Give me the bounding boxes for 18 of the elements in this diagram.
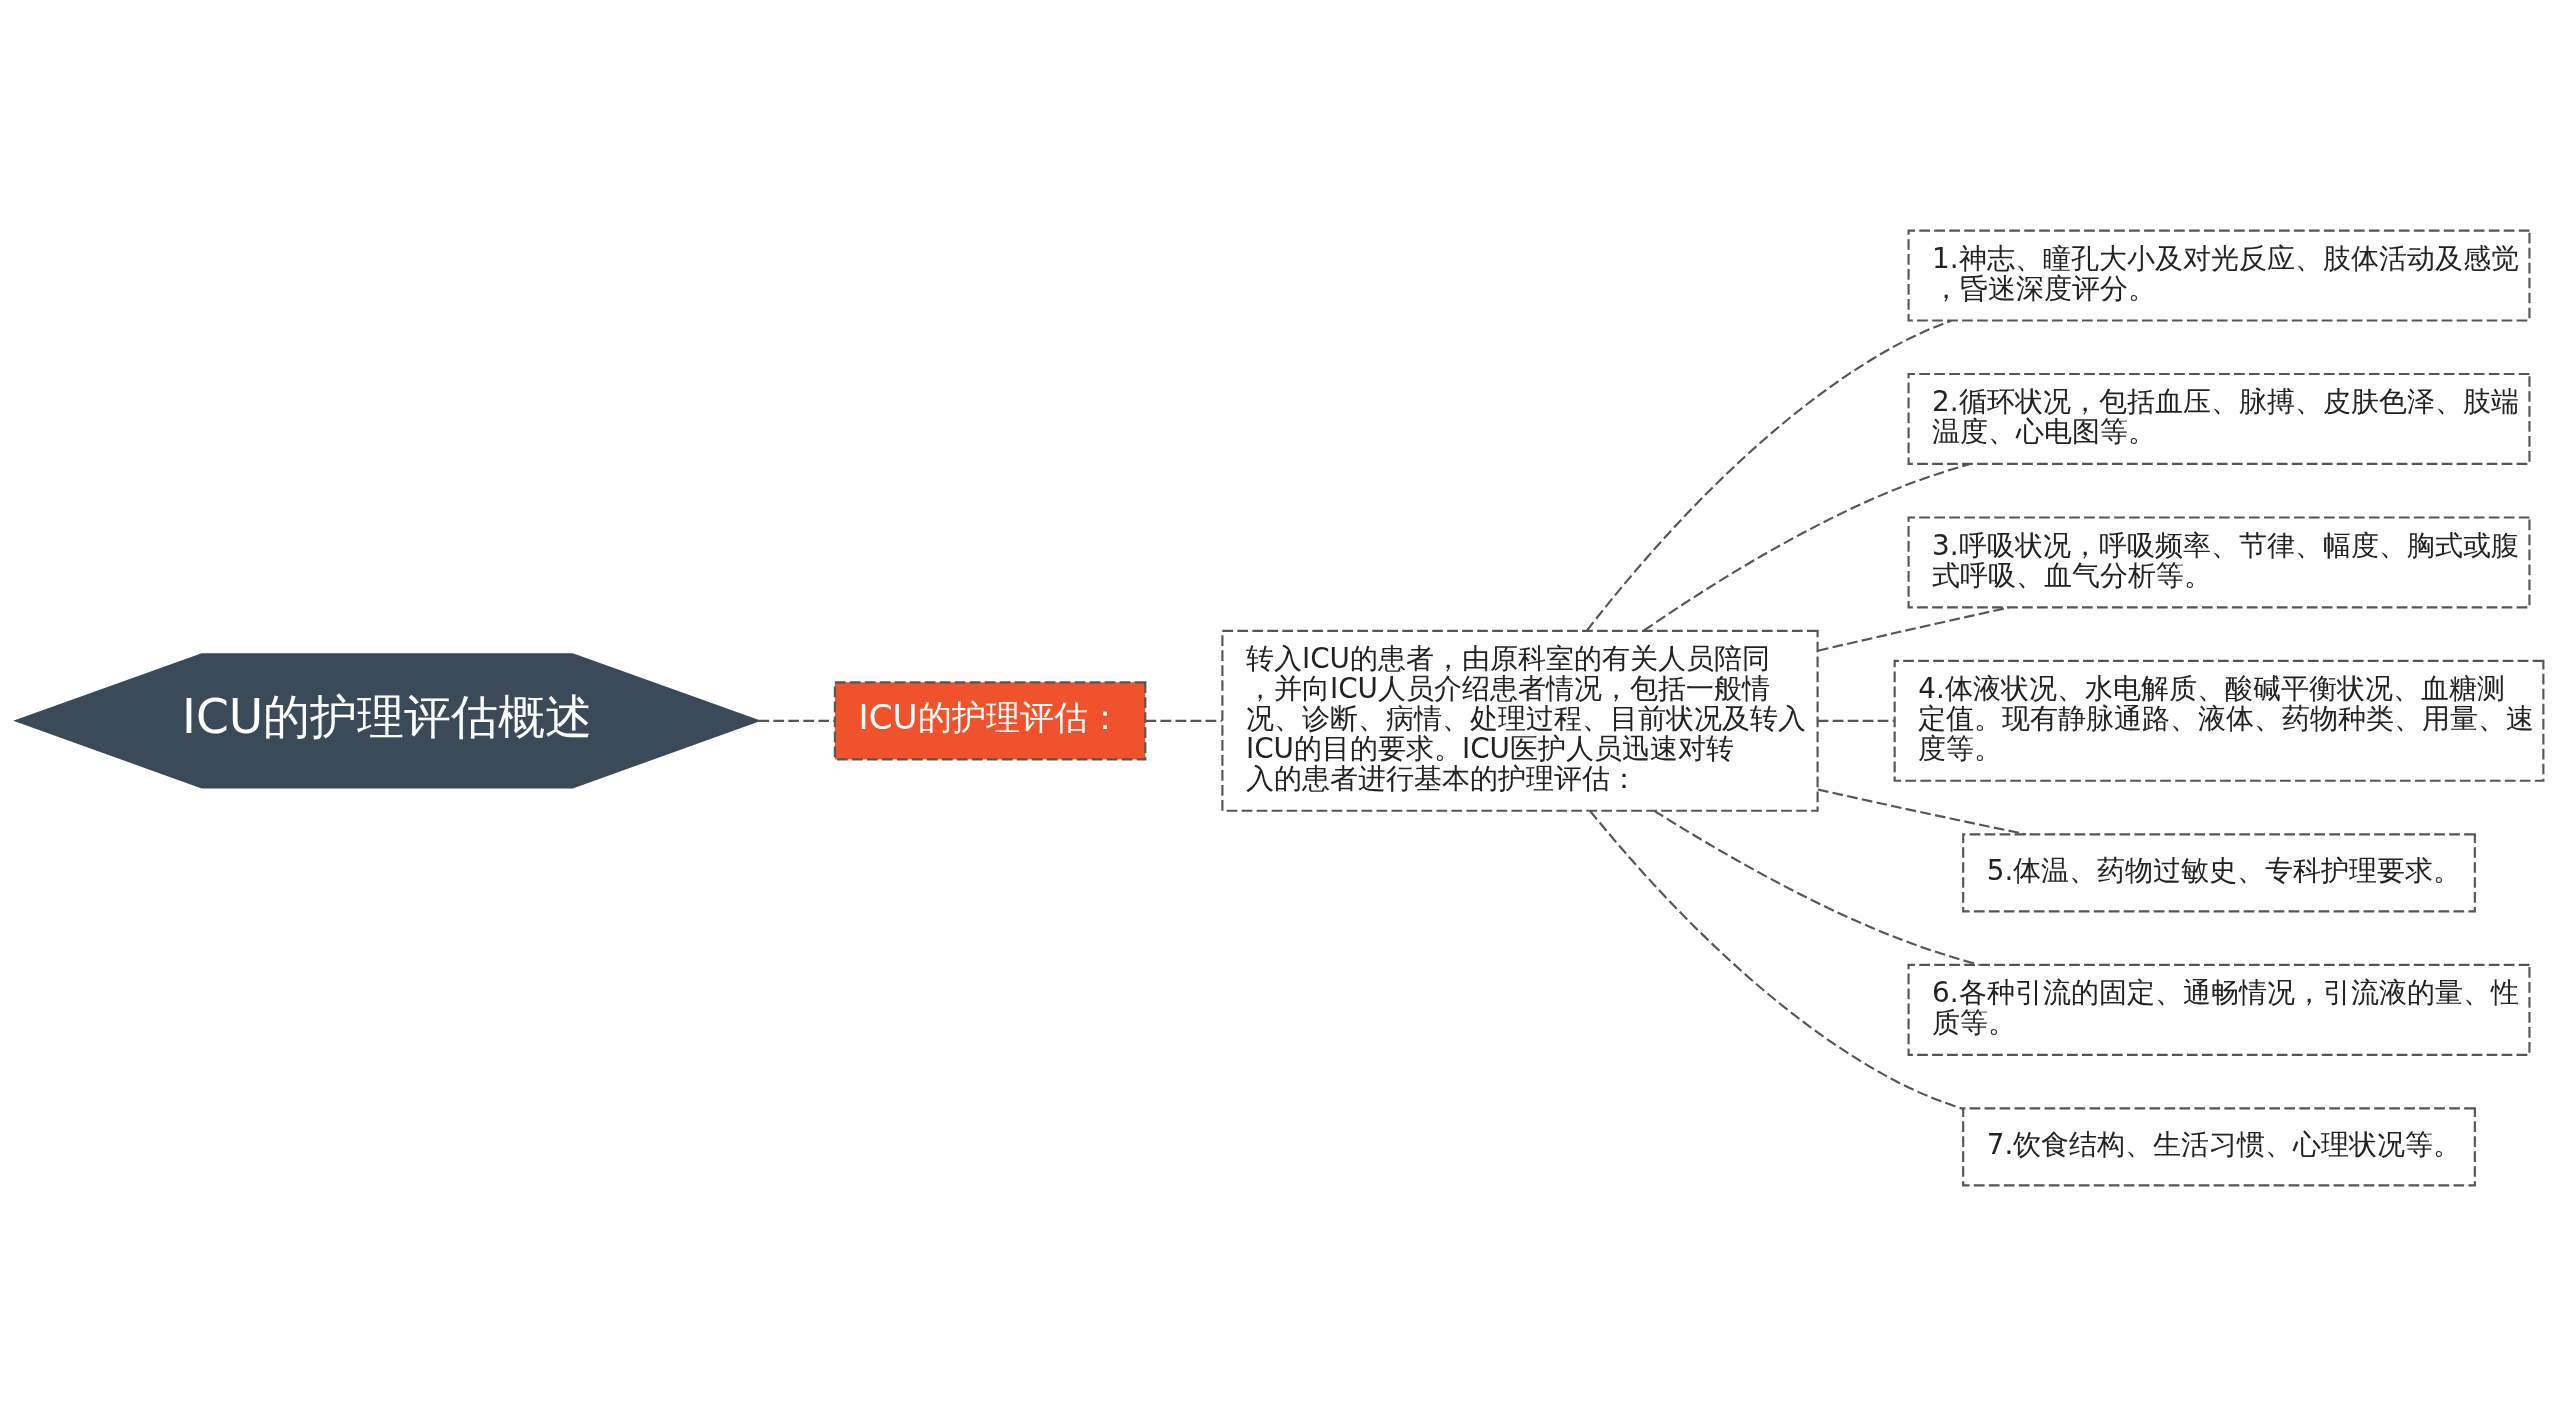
node-box: 7.饮食结构、生活习惯、心理状况等。: [1962, 1106, 2476, 1186]
connector: [1589, 809, 1964, 1110]
node-box: 6.各种引流的固定、通畅情况，引流液的量、性质等。: [1907, 963, 2531, 1056]
node-box: ICU的护理评估：: [833, 680, 1147, 760]
connector: [1817, 606, 2009, 652]
node-box: 转入ICU的患者，由原科室的有关人员陪同，并向ICU人员介绍患者情况，包括一般情况、诊断、病情、处理过程、目前状况及转入ICU的目的要求。ICU医护人员迅速对转入的患者进行基本的护理评估：: [1221, 629, 1819, 812]
node-box: 2.循环状况，包括血压、脉搏、皮肤色泽、肢端温度、心电图等。: [1907, 372, 2531, 465]
node-box: 4.体液状况、水电解质、酸碱平衡状况、血糖测定值。现有静脉通路、液体、药物种类、用量、速度等。: [1893, 659, 2545, 782]
connector: [1817, 787, 2027, 835]
node-box: 5.体温、药物过敏史、专科护理要求。: [1962, 832, 2476, 912]
connector: [1586, 319, 1952, 631]
node-box: 3.呼吸状况，呼吸频率、节律、幅度、胸式或腹式呼吸、血气分析等。: [1907, 515, 2531, 608]
node-box: 1.神志、瞳孔大小及对光反应、肢体活动及感觉，昏迷深度评分。: [1907, 229, 2531, 322]
connector: [1653, 809, 1979, 966]
connector: [1643, 462, 1970, 631]
connector: [1145, 719, 1222, 722]
connector: [758, 719, 835, 722]
connector: [1817, 719, 1895, 722]
